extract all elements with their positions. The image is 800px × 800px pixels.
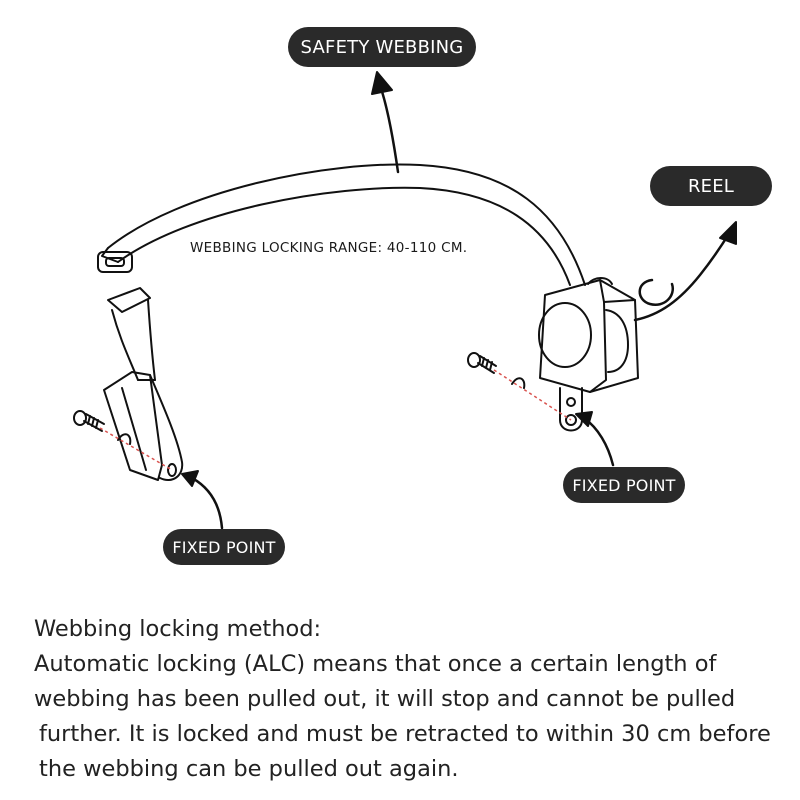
description-line: Automatic locking (ALC) means that once …: [34, 651, 717, 677]
arrowhead-fixed-left: [181, 470, 199, 487]
left-washer: [117, 433, 132, 445]
reel-label: REEL: [650, 166, 772, 206]
description-heading: Webbing locking method:: [34, 616, 322, 642]
safety-webbing-label: SAFETY WEBBING: [288, 27, 476, 67]
description-line: the webbing can be pulled out again.: [39, 756, 459, 782]
fixed-point-left-label: FIXED POINT: [163, 529, 285, 565]
locking-range-label: WEBBING LOCKING RANGE: 40-110 CM.: [190, 240, 468, 256]
arrowhead-reel: [719, 221, 737, 245]
reel-mounting-tab: [559, 387, 583, 432]
arrowhead-fixed-right: [575, 411, 593, 427]
left-anchor-plate: [103, 287, 184, 481]
curved-arrow-icon: [633, 230, 732, 322]
description-block: Webbing locking method: Automatic lockin…: [34, 612, 794, 787]
curved-arrow-icon: [190, 476, 224, 530]
screw-icon: [73, 410, 105, 432]
arrowhead-safety: [371, 71, 393, 95]
screw-icon: [467, 352, 497, 374]
description-line: further. It is locked and must be retrac…: [39, 721, 771, 747]
fixed-point-right-label: FIXED POINT: [563, 467, 685, 503]
description-line: webbing has been pulled out, it will sto…: [34, 686, 736, 712]
left-alignment-guide: [99, 427, 173, 471]
right-washer: [511, 377, 526, 389]
reel-housing: [538, 277, 639, 393]
curved-arrow-icon: [376, 78, 400, 174]
safety-webbing-strap: [101, 163, 586, 286]
seat-belt-illustration: [73, 71, 737, 530]
webbing-buckle-clip: [97, 251, 133, 273]
